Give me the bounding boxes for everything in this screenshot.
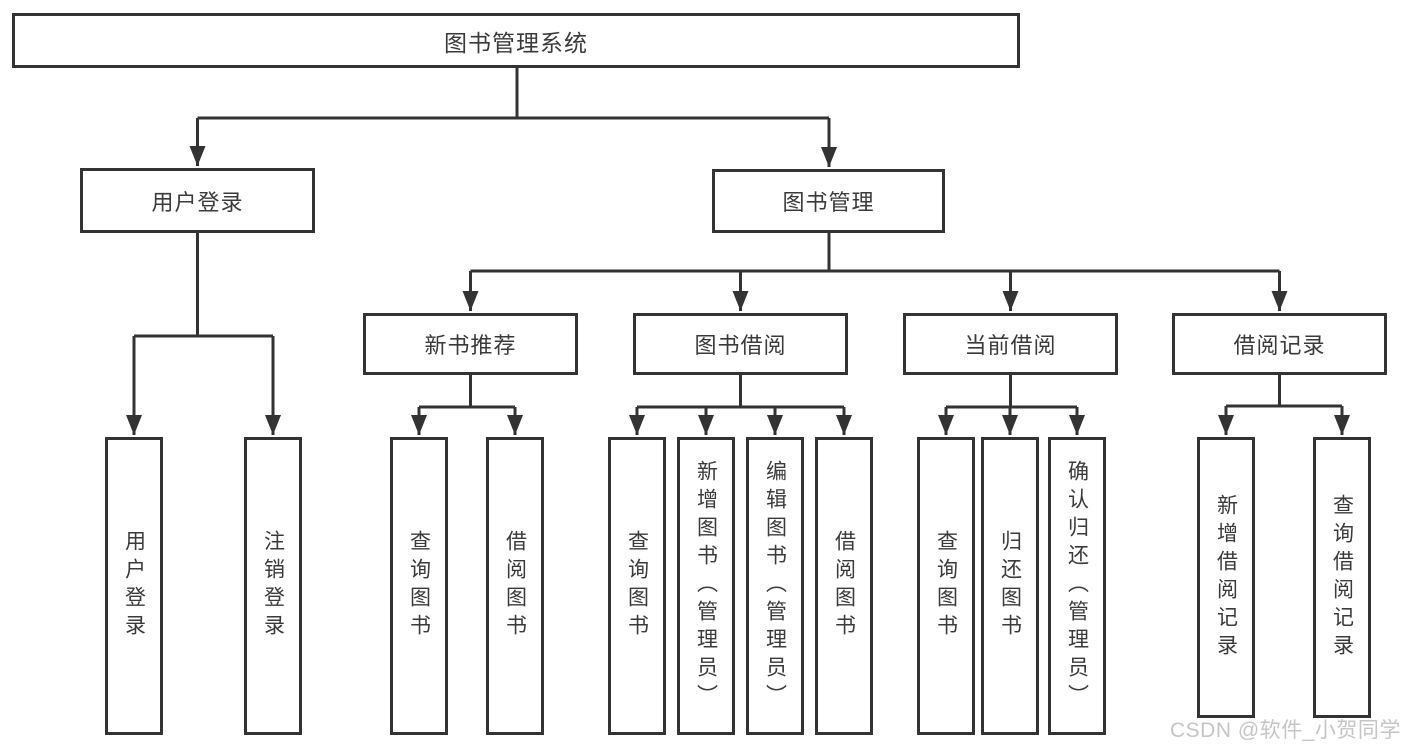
node-borrow-record-label: 借阅记录 [1233,333,1326,358]
leaf-borrow-book: 借阅图书 [815,437,873,735]
leaf-recommend-query-book: 查询图书 [390,437,448,735]
leaf-return-book: 归还图书 [981,437,1039,735]
csdn-watermark: CSDN @软件_小贺同学 [1170,719,1401,742]
leaf-recommend-query-book-label: 查询图书 [407,530,431,642]
leaf-current-query-book: 查询图书 [917,437,975,735]
leaf-add-book-admin-label: 新增图书（管理员） [694,460,718,712]
leaf-logout: 注销登录 [244,437,302,735]
leaf-current-query-book-label: 查询图书 [934,530,958,642]
node-root-label: 图书管理系统 [444,29,588,56]
leaf-add-borrow-record-label: 新增借阅记录 [1214,493,1238,662]
node-new-book-recommend-label: 新书推荐 [424,333,517,358]
leaf-borrow-query-book: 查询图书 [608,437,666,735]
node-book-borrow: 图书借阅 [633,313,848,375]
leaf-borrow-book-label: 借阅图书 [832,530,856,642]
node-current-borrow-label: 当前借阅 [964,333,1057,358]
node-borrow-record: 借阅记录 [1172,313,1387,375]
node-book-management-label: 图书管理 [782,190,875,215]
leaf-confirm-return-admin: 确认归还（管理员） [1048,437,1106,735]
leaf-add-borrow-record: 新增借阅记录 [1197,437,1255,718]
leaf-confirm-return-admin-label: 确认归还（管理员） [1065,460,1089,712]
leaf-recommend-borrow-book-label: 借阅图书 [503,530,527,642]
node-current-borrow: 当前借阅 [903,313,1118,375]
leaf-edit-book-admin-label: 编辑图书（管理员） [763,460,787,712]
node-book-management: 图书管理 [712,169,945,233]
leaf-add-book-admin: 新增图书（管理员） [677,437,735,735]
leaf-user-login: 用户登录 [105,437,163,735]
leaf-user-login-label: 用户登录 [122,530,146,642]
node-user-login-label: 用户登录 [151,189,244,215]
node-book-borrow-label: 图书借阅 [694,333,787,358]
leaf-edit-book-admin: 编辑图书（管理员） [746,437,804,735]
leaf-recommend-borrow-book: 借阅图书 [486,437,544,735]
leaf-return-book-label: 归还图书 [998,530,1022,642]
node-user-login: 用户登录 [80,168,315,233]
leaf-query-borrow-record-label: 查询借阅记录 [1330,493,1354,662]
node-root: 图书管理系统 [12,13,1020,68]
leaf-logout-label: 注销登录 [261,530,285,642]
node-new-book-recommend: 新书推荐 [363,313,578,375]
leaf-borrow-query-book-label: 查询图书 [625,530,649,642]
leaf-query-borrow-record: 查询借阅记录 [1313,437,1371,718]
